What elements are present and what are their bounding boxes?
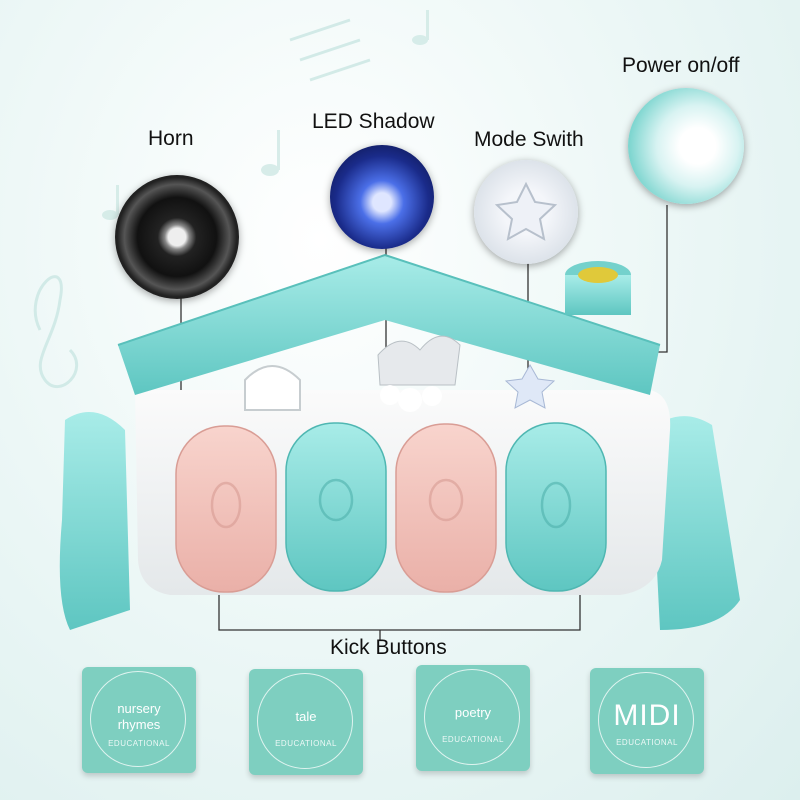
star-icon (494, 181, 558, 241)
tile-subtitle: EDUCATIONAL (616, 738, 678, 747)
tile-ring (90, 671, 186, 767)
tile-ring (598, 672, 694, 768)
mode-switch-label: Mode Swith (474, 128, 584, 151)
tile-tale: tale EDUCATIONAL (249, 669, 363, 775)
mode-switch-image (474, 160, 578, 264)
tile-title: nursery rhymes (117, 701, 161, 732)
tile-subtitle: EDUCATIONAL (275, 739, 337, 748)
tile-poetry: poetry EDUCATIONAL (416, 665, 530, 771)
tile-title: MIDI (613, 699, 681, 732)
tile-nursery-rhymes: nursery rhymes EDUCATIONAL (82, 667, 196, 773)
tile-subtitle: EDUCATIONAL (108, 739, 170, 748)
power-switch-image (628, 88, 744, 204)
tile-title: poetry (454, 705, 492, 720)
tile-title: tale (295, 709, 317, 724)
tile-ring (424, 669, 520, 765)
power-label: Power on/off (622, 54, 740, 77)
kick-buttons-label: Kick Buttons (330, 636, 447, 659)
tile-midi: MIDI EDUCATIONAL (590, 668, 704, 774)
horn-label: Horn (148, 127, 194, 150)
tile-ring (257, 673, 353, 769)
led-shadow-label: LED Shadow (312, 110, 435, 133)
led-shadow-image (330, 145, 434, 249)
tile-subtitle: EDUCATIONAL (442, 735, 504, 744)
horn-speaker-image (115, 175, 239, 299)
